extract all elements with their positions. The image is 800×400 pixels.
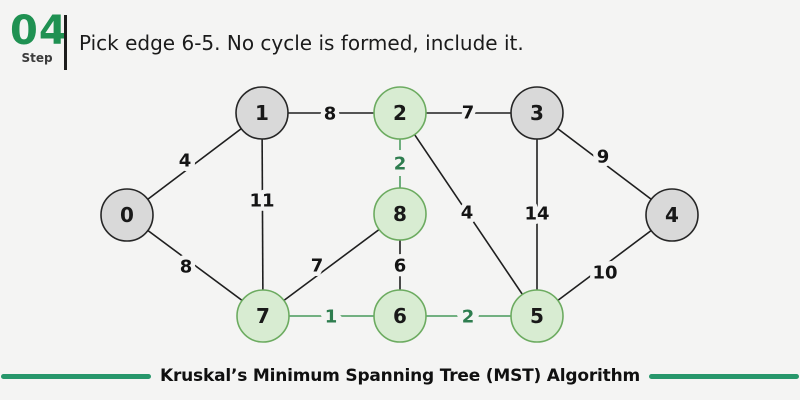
step-label: Step bbox=[21, 51, 53, 65]
graph-node-6-mst bbox=[373, 289, 427, 343]
node-label-8: 8 bbox=[393, 202, 407, 226]
footer-banner: Kruskal’s Minimum Spanning Tree (MST) Al… bbox=[0, 366, 800, 386]
graph-node-8-mst bbox=[373, 187, 427, 241]
graph-node-1 bbox=[235, 86, 289, 140]
node-label-0: 0 bbox=[120, 203, 134, 227]
graph-node-7-mst bbox=[236, 289, 290, 343]
edge-1-7 bbox=[261, 112, 264, 317]
footer-line-right bbox=[649, 373, 799, 379]
graph-node-5-mst bbox=[510, 289, 564, 343]
graph-node-0 bbox=[100, 188, 154, 242]
edge-weight-3-4: 9 bbox=[597, 146, 610, 167]
node-label-3: 3 bbox=[530, 101, 544, 125]
step-description: Pick edge 6-5. No cycle is formed, inclu… bbox=[79, 30, 524, 55]
edge-weight-0-7: 8 bbox=[180, 256, 193, 277]
edge-weight-8-6: 6 bbox=[394, 255, 407, 276]
edge-weight-7-6: 1 bbox=[325, 306, 338, 327]
step-indicator: 04 Step bbox=[10, 8, 68, 65]
edge-0-1 bbox=[126, 112, 263, 216]
edge-4-5 bbox=[536, 214, 673, 317]
edge-weight-6-5: 2 bbox=[462, 306, 475, 327]
edge-2-5 bbox=[399, 112, 538, 317]
header-divider bbox=[64, 15, 67, 70]
edge-7-8 bbox=[262, 213, 401, 317]
edge-weight-4-5: 10 bbox=[592, 262, 617, 283]
graph-node-3 bbox=[510, 86, 564, 140]
node-label-7: 7 bbox=[256, 304, 270, 328]
footer-title: Kruskal’s Minimum Spanning Tree (MST) Al… bbox=[160, 366, 640, 386]
graph-node-4 bbox=[645, 188, 699, 242]
edge-weight-1-2: 8 bbox=[324, 103, 337, 124]
edge-0-7 bbox=[126, 214, 264, 317]
edge-weight-2-8: 2 bbox=[394, 153, 407, 174]
node-label-5: 5 bbox=[530, 304, 544, 328]
node-label-1: 1 bbox=[255, 101, 269, 125]
edge-weight-3-5: 14 bbox=[524, 203, 549, 224]
edge-weight-2-5: 4 bbox=[461, 202, 474, 223]
node-label-2: 2 bbox=[393, 101, 407, 125]
edge-weight-0-1: 4 bbox=[179, 150, 192, 171]
edge-3-4 bbox=[536, 112, 673, 216]
graph-node-2-mst bbox=[373, 86, 427, 140]
edge-weight-1-7: 11 bbox=[249, 190, 274, 211]
edge-weight-7-8: 7 bbox=[311, 255, 324, 276]
node-label-6: 6 bbox=[393, 304, 407, 328]
node-label-4: 4 bbox=[665, 203, 679, 227]
step-number: 04 bbox=[10, 8, 68, 54]
footer-line-left bbox=[1, 373, 151, 379]
edge-weight-2-3: 7 bbox=[462, 102, 475, 123]
